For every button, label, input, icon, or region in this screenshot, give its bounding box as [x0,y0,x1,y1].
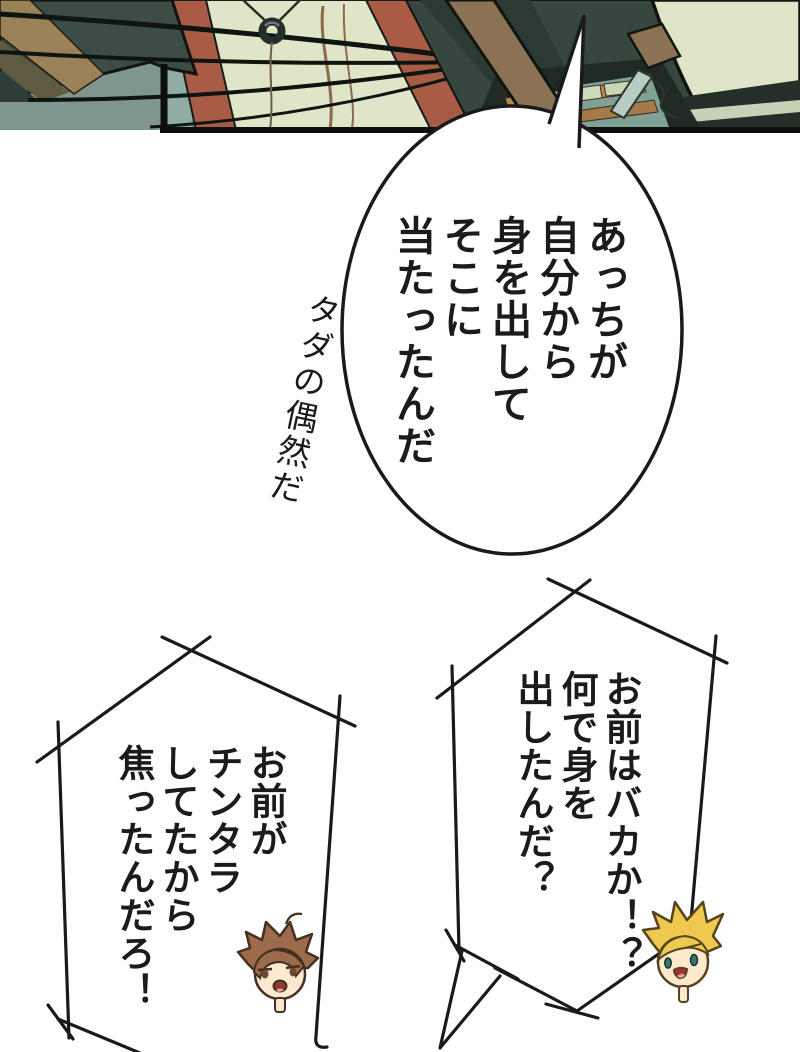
shoulder-corner-dark [0,70,40,102]
right-bubble-dialogue: お前はバカか！？ 何で身を 出したんだ？ [510,670,642,974]
shirt-crease [320,5,333,131]
blonde-tongue [677,973,685,978]
corner-stub [544,1002,600,1020]
bubble-tail [547,14,586,149]
light-strip-bottom-right [664,100,800,124]
cord-squiggle [651,79,679,119]
blonde-eyebrow [684,943,702,949]
blonde-hair [641,900,725,956]
jacket-fold-line [27,64,469,102]
corner-stub [46,1003,75,1041]
panel-illustration [0,0,800,133]
blonde-bangs [656,934,710,963]
blonde-chibi-face [641,900,725,1003]
right-spiky-bubble-shape [435,577,729,1050]
blonde-eye [689,953,699,967]
left-bubble-dialogue: お前が チンタラ してたから 焦ったんだろ！ [111,744,287,1010]
shirt-crease [342,3,355,129]
blonde-eye [664,957,672,969]
bubble-tail [438,949,502,1050]
brown-tongue [276,988,284,992]
ahoge [284,912,303,925]
blonde-neck [678,985,689,1003]
ring-pendant-necklace [242,0,301,131]
jacket-fold-line [0,50,467,65]
brown-eye [261,969,269,979]
shoulder-stripe-olive [0,40,70,102]
shoulder-stripe-tan [0,0,106,95]
small-strap [626,22,682,70]
main-bubble-dialogue: あっちが 自分から 身を出して そこに 当たったんだ [389,215,628,467]
brown-chibi-face [236,912,320,1013]
left-spiky-bubble-shape [35,635,357,1052]
main-speech-bubble-shape [340,14,684,556]
jacket-fold-line [149,70,473,129]
jacket-fold-line [0,11,469,61]
brown-neck [274,997,286,1013]
brown-bangs [252,948,306,980]
brown-eye [289,967,297,977]
stick-shape [609,68,654,120]
